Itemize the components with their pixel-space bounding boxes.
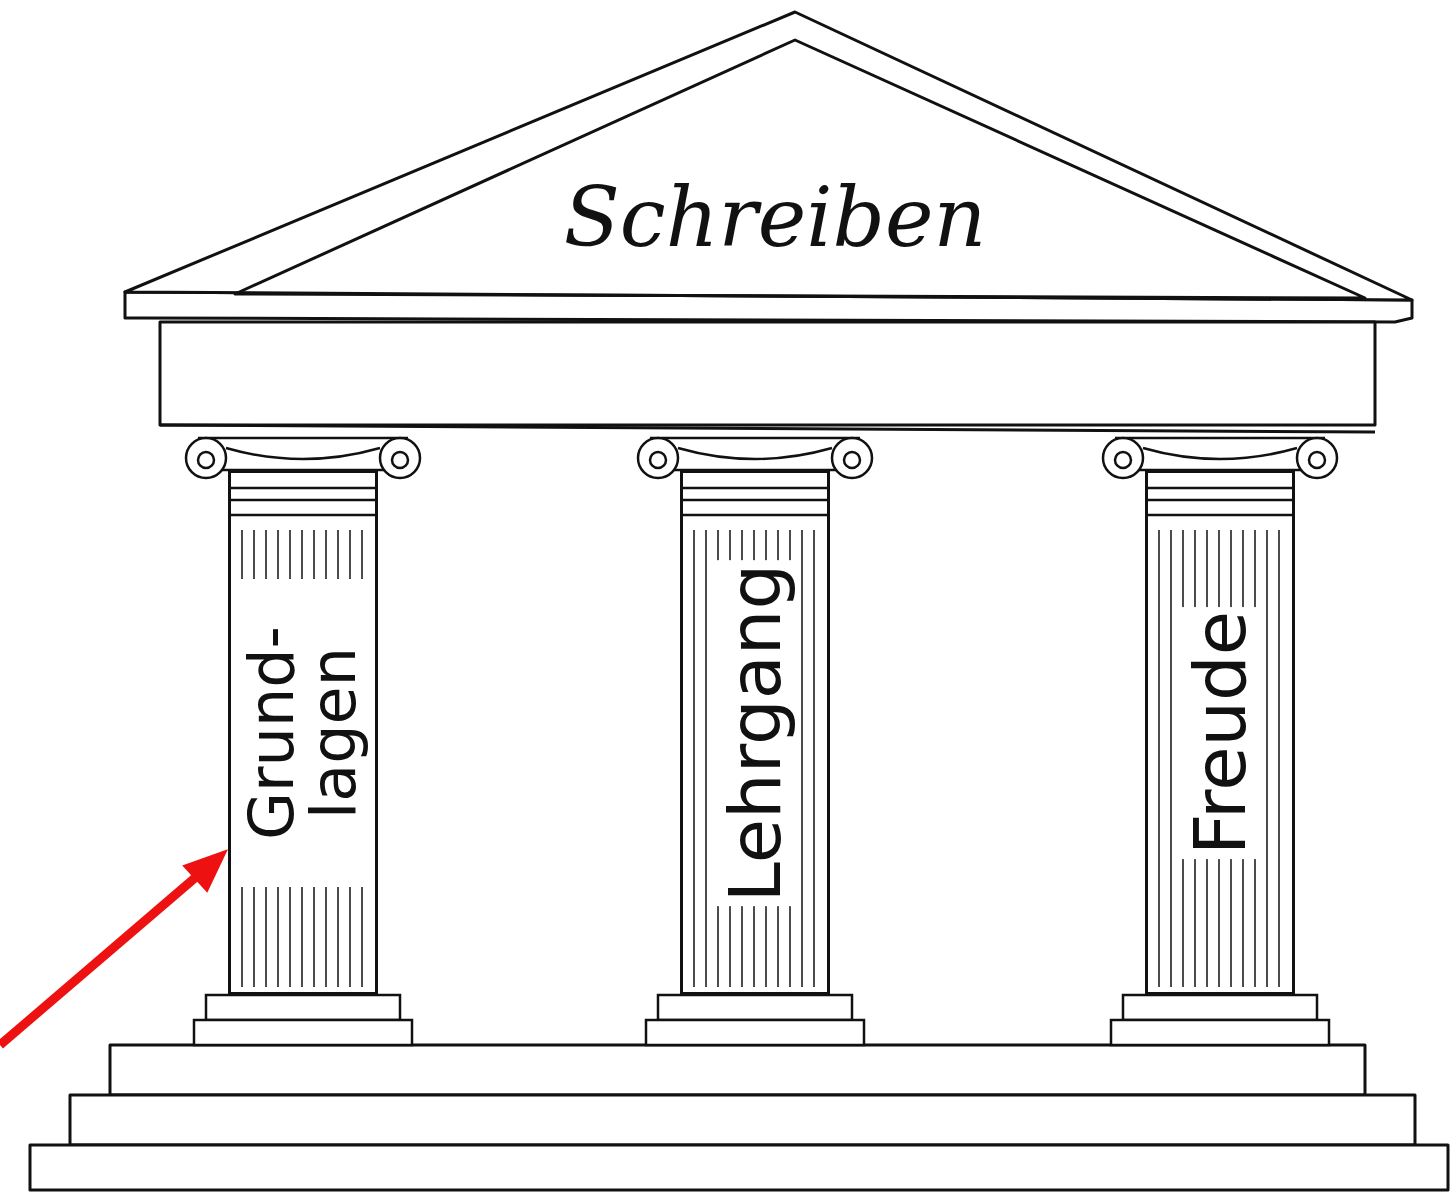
column-plinth [194, 1020, 412, 1045]
column-ornament [1103, 438, 1337, 1045]
ring [228, 487, 378, 490]
ring [1145, 499, 1295, 502]
volute [638, 438, 678, 478]
step [70, 1095, 1415, 1145]
column-ornament [186, 438, 420, 1045]
fluting [801, 530, 803, 987]
pointer-head [184, 851, 226, 891]
ring [680, 499, 830, 502]
pointer-line [0, 877, 196, 1045]
column-ornament [638, 438, 872, 1045]
echinus [1143, 448, 1297, 459]
step [30, 1145, 1448, 1190]
ring [680, 514, 830, 517]
fluting [1170, 530, 1172, 987]
pointer-arrow [0, 851, 226, 1045]
volute [380, 438, 420, 478]
ring [680, 487, 830, 490]
column-shaft: Grund- lagen [228, 470, 378, 995]
volute [832, 438, 872, 478]
ring [1145, 514, 1295, 517]
column-shaft: Lehrgang [680, 470, 830, 995]
volute [1115, 452, 1131, 468]
pediment-title: Schreiben [564, 173, 987, 263]
ring [1145, 487, 1295, 490]
fluting [813, 530, 815, 987]
entablature-edge [160, 425, 1375, 432]
volute [1309, 452, 1325, 468]
echinus [678, 448, 832, 459]
column-plinth [646, 1020, 864, 1045]
capital [1115, 438, 1325, 470]
column-label: Lehrgang [717, 559, 793, 905]
column-base [1123, 995, 1317, 1020]
volute [1297, 438, 1337, 478]
pediment-outer [125, 12, 1412, 300]
column-shaft: Freude [1145, 470, 1295, 995]
column-base [658, 995, 852, 1020]
fluting [693, 530, 695, 987]
column-label: Grund- lagen [239, 579, 367, 887]
capital [198, 438, 408, 470]
ring [228, 499, 378, 502]
step [110, 1045, 1365, 1095]
volute [198, 452, 214, 468]
column-plinth [1111, 1020, 1329, 1045]
fluting [1158, 530, 1160, 987]
pediment-inner [235, 40, 1365, 298]
volute [650, 452, 666, 468]
column-label: Freude [1182, 606, 1258, 858]
entablature [160, 322, 1375, 425]
fluting [1266, 530, 1268, 987]
fluting [1278, 530, 1280, 987]
volute [1103, 438, 1143, 478]
echinus [226, 448, 380, 459]
volute [186, 438, 226, 478]
capital [650, 438, 860, 470]
column-base [206, 995, 400, 1020]
fluting [705, 530, 707, 987]
pediment: Schreiben [125, 10, 1415, 302]
ring [228, 514, 378, 517]
volute [392, 452, 408, 468]
volute [844, 452, 860, 468]
